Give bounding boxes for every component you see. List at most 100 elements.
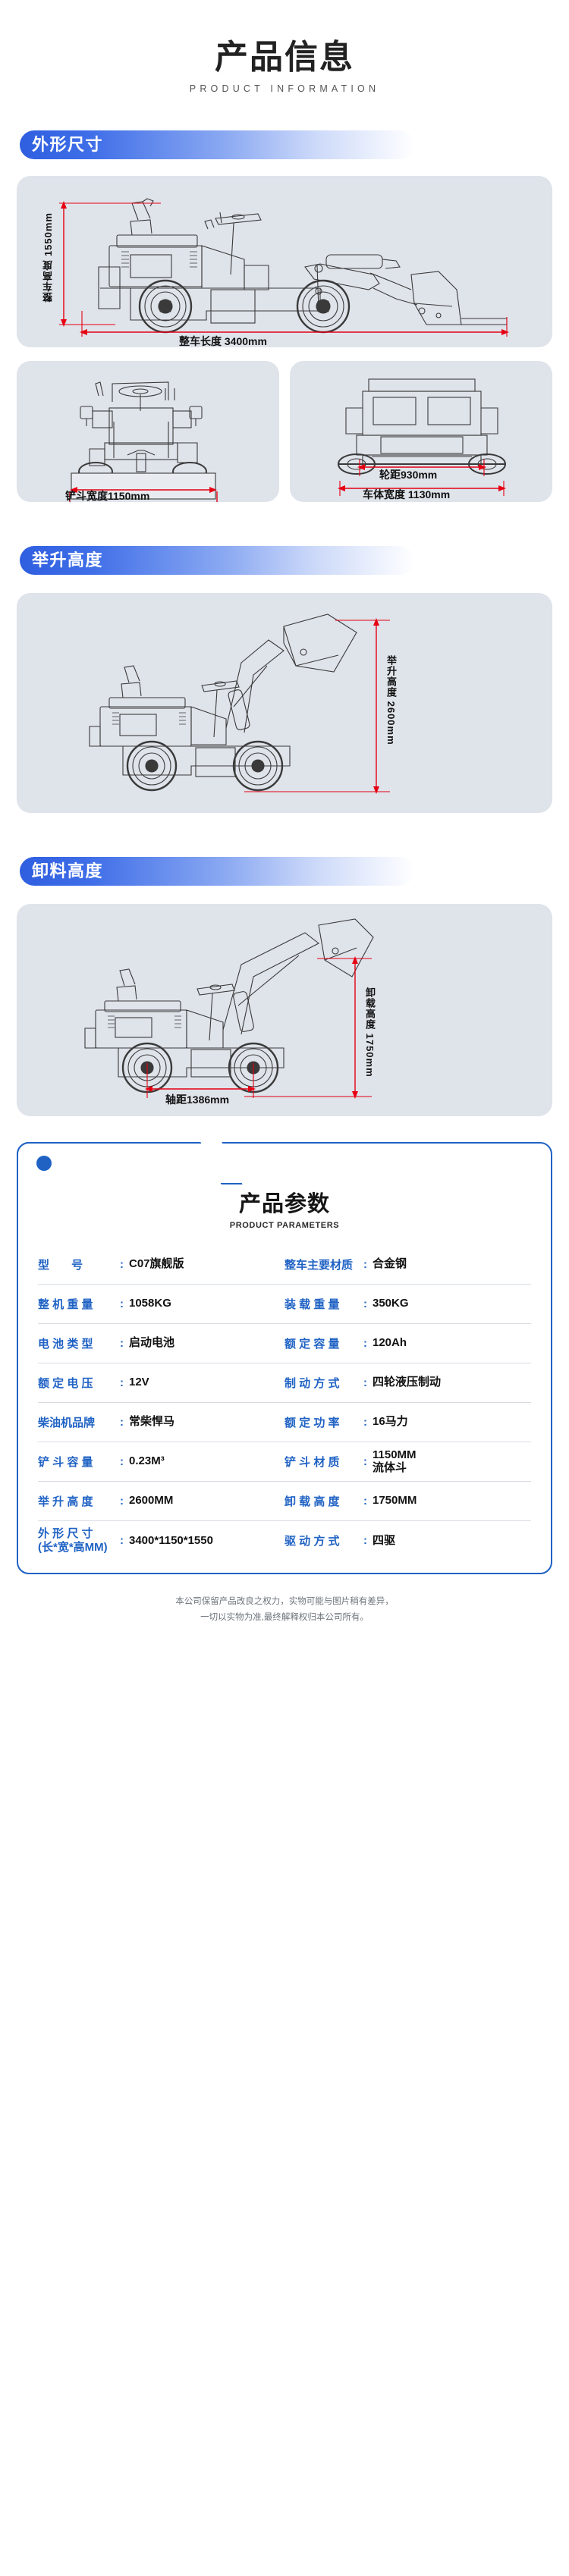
spec-label: 铲 斗 容 量 xyxy=(38,1455,93,1469)
table-row: 柴油机品牌 : 常柴悍马 额 定 功 率 : 16马力 xyxy=(38,1403,531,1442)
spec-colon: : xyxy=(363,1415,367,1429)
disclaimer-line-1: 本公司保留产品改良之权力，实物可能与图片稍有差异， xyxy=(175,1596,394,1606)
spec-value: C07旗舰版 xyxy=(129,1257,184,1271)
spec-table: 型 号 : C07旗舰版 整车主要材质 : 合金钢 整 机 重 量 : 1058… xyxy=(38,1245,531,1561)
dump-height-drawing xyxy=(84,918,374,1099)
dimension-bucket-width: 铲斗宽度1150mm xyxy=(65,489,150,502)
diagram-panel-lift-height: 举升高度 2600mm xyxy=(17,592,552,813)
dimension-vehicle-height: 整车高度 1550mm xyxy=(42,212,54,303)
spec-cell: 驱 动 方 式 : 四驱 xyxy=(284,1533,531,1548)
spec-value: 120Ah xyxy=(373,1336,407,1350)
page-header: 产品信息 PRODUCT INFORMATION xyxy=(0,0,569,94)
spec-colon: : xyxy=(363,1336,367,1350)
spec-value: 350KG xyxy=(373,1297,409,1310)
section-label: 举升高度 xyxy=(32,550,104,569)
spec-colon: : xyxy=(363,1376,367,1389)
spec-cell: 制 动 方 式 : 四轮液压制动 xyxy=(284,1375,531,1391)
lift-height-drawing xyxy=(89,613,390,794)
table-row: 电 池 类 型 : 启动电池 额 定 容 量 : 120Ah xyxy=(38,1324,531,1363)
product-parameters-card: 产品参数 PRODUCT PARAMETERS 型 号 : C07旗舰版 整车主… xyxy=(17,1141,552,1574)
front-view-drawing xyxy=(69,381,218,502)
diagram-panel-rear-view: 轮距930mm 车体宽度 1130mm xyxy=(290,360,552,502)
section-header-dimensions: 外形尺寸 xyxy=(20,130,414,159)
spec-label: 制 动 方 式 xyxy=(284,1376,340,1390)
spec-cell: 整车主要材质 : 合金钢 xyxy=(284,1257,531,1272)
spec-label: 型 号 xyxy=(38,1258,83,1272)
spec-cell: 举 升 高 度 : 2600MM xyxy=(38,1493,284,1509)
spec-label: 整 机 重 量 xyxy=(38,1297,93,1311)
spec-cell: 电 池 类 型 : 启动电池 xyxy=(38,1335,284,1351)
dimension-wheel-track: 轮距930mm xyxy=(379,468,438,481)
spec-value: 0.23M³ xyxy=(129,1454,165,1468)
spec-colon: : xyxy=(363,1454,367,1468)
spec-label: 额 定 电 压 xyxy=(38,1376,93,1390)
spec-colon: : xyxy=(363,1297,367,1310)
spec-value: 1750MM xyxy=(373,1494,417,1508)
spec-label: 装 载 重 量 xyxy=(284,1297,340,1311)
spec-label: 整车主要材质 xyxy=(284,1258,354,1272)
footer-disclaimer: 本公司保留产品改良之权力，实物可能与图片稍有差异， 一切以实物为准,最终解释权归… xyxy=(0,1594,569,1627)
spec-value: 3400*1150*1550 xyxy=(129,1533,213,1547)
spec-label: 举 升 高 度 xyxy=(38,1495,93,1508)
spec-cell: 装 载 重 量 : 350KG xyxy=(284,1296,531,1312)
side-view-drawing xyxy=(59,197,509,337)
rear-view-drawing xyxy=(338,378,506,496)
spec-colon: : xyxy=(120,1336,124,1350)
spec-label: 铲 斗 材 质 xyxy=(284,1455,340,1469)
spec-colon: : xyxy=(120,1376,124,1389)
spec-value: 16马力 xyxy=(373,1415,408,1429)
spec-value: 启动电池 xyxy=(129,1336,175,1350)
table-row: 外 形 尺 寸 (长*宽*高MM) : 3400*1150*1550 驱 动 方… xyxy=(38,1521,531,1561)
spec-colon: : xyxy=(120,1415,124,1429)
spec-value: 合金钢 xyxy=(373,1257,407,1271)
spec-colon: : xyxy=(120,1257,124,1271)
spec-card-title: 产品参数 PRODUCT PARAMETERS xyxy=(18,1186,551,1230)
spec-colon: : xyxy=(120,1297,124,1310)
spec-cell: 额 定 容 量 : 120Ah xyxy=(284,1335,531,1351)
dimension-vehicle-length: 整车长度 3400mm xyxy=(179,334,267,347)
spec-cell: 铲 斗 容 量 : 0.23M³ xyxy=(38,1454,284,1470)
spec-cell: 柴油机品牌 : 常柴悍马 xyxy=(38,1414,284,1430)
diagram-panel-front-view: 铲斗宽度1150mm xyxy=(17,360,279,502)
spec-cell: 铲 斗 材 质 : 1150MM 流体斗 xyxy=(284,1448,531,1475)
page-subtitle: PRODUCT INFORMATION xyxy=(189,83,380,94)
spec-title-en: PRODUCT PARAMETERS xyxy=(229,1220,340,1230)
diagram-panel-side-view: 整车高度 1550mm 整车长度 3400mm xyxy=(17,175,552,347)
spec-label: 额 定 容 量 xyxy=(284,1337,340,1351)
spec-colon: : xyxy=(120,1494,124,1508)
spec-colon: : xyxy=(363,1494,367,1508)
spec-cell: 外 形 尺 寸 (长*宽*高MM) : 3400*1150*1550 xyxy=(38,1527,284,1555)
section-label: 外形尺寸 xyxy=(32,134,104,154)
spec-value: 1150MM 流体斗 xyxy=(373,1448,417,1475)
spec-label: 驱 动 方 式 xyxy=(284,1535,340,1548)
diagram-panel-dump-height: 卸载高度 1750mm 轴距1386mm xyxy=(17,903,552,1116)
spec-value: 四轮液压制动 xyxy=(373,1376,442,1389)
spec-label: 额 定 功 率 xyxy=(284,1416,340,1429)
spec-cell: 整 机 重 量 : 1058KG xyxy=(38,1296,284,1312)
blue-dot-icon xyxy=(36,1155,52,1171)
spec-value: 12V xyxy=(129,1376,149,1389)
spec-value: 2600MM xyxy=(129,1494,174,1508)
table-row: 整 机 重 量 : 1058KG 装 载 重 量 : 350KG xyxy=(38,1285,531,1324)
spec-colon: : xyxy=(120,1534,124,1548)
spec-label: 电 池 类 型 xyxy=(38,1337,93,1351)
table-row: 额 定 电 压 : 12V 制 动 方 式 : 四轮液压制动 xyxy=(38,1363,531,1403)
spec-cell: 额 定 电 压 : 12V xyxy=(38,1375,284,1391)
spec-value: 四驱 xyxy=(373,1533,396,1547)
spec-label: 卸 载 高 度 xyxy=(284,1495,340,1508)
section-header-dump-height: 卸料高度 xyxy=(20,856,414,886)
dimension-lift-height: 举升高度 2600mm xyxy=(385,654,397,745)
spec-label: 柴油机品牌 xyxy=(38,1416,96,1429)
spec-colon: : xyxy=(363,1534,367,1548)
page-title: 产品信息 xyxy=(215,39,354,76)
spec-title-cn: 产品参数 xyxy=(238,1191,330,1216)
spec-value: 常柴悍马 xyxy=(129,1415,175,1429)
spec-cell: 型 号 : C07旗舰版 xyxy=(38,1257,284,1272)
section-header-lift-height: 举升高度 xyxy=(20,545,414,575)
table-row: 举 升 高 度 : 2600MM 卸 载 高 度 : 1750MM xyxy=(38,1482,531,1521)
disclaimer-line-2: 一切以实物为准,最终解释权归本公司所有。 xyxy=(200,1613,369,1623)
spec-colon: : xyxy=(120,1454,124,1468)
table-row: 型 号 : C07旗舰版 整车主要材质 : 合金钢 xyxy=(38,1245,531,1285)
spec-colon: : xyxy=(363,1257,367,1271)
dimension-body-width: 车体宽度 1130mm xyxy=(363,488,451,500)
